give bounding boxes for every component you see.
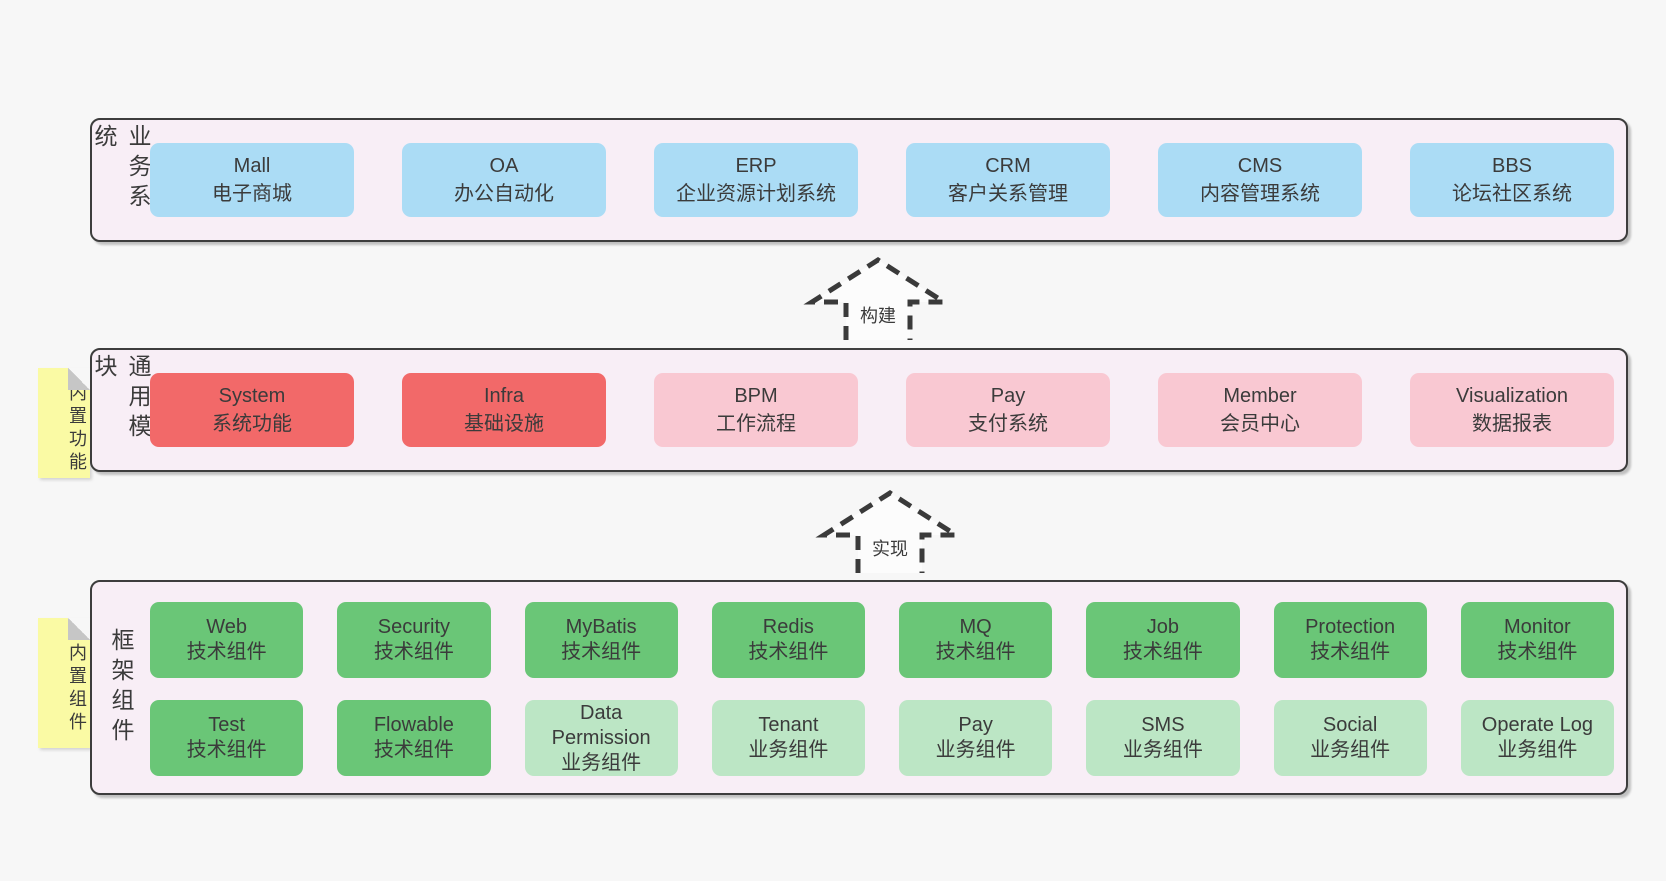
box-subtitle: 会员中心 <box>1220 413 1300 435</box>
box-name: Protection <box>1305 616 1396 638</box>
sticky-note-built-in-functions: 内置功能 <box>38 368 90 478</box>
box-pay-component: Pay 业务组件 <box>899 700 1053 776</box>
box-system: System 系统功能 <box>150 373 354 447</box>
box-mybatis: MyBatis 技术组件 <box>524 602 678 678</box>
band-framework-components-boxes: Web 技术组件 Security 技术组件 MyBatis 技术组件 Redi… <box>150 582 1626 793</box>
band-common-modules-label: 通用模块 <box>91 354 151 444</box>
box-subtitle: 工作流程 <box>716 413 796 435</box>
box-oa: OA 办公自动化 <box>402 143 606 217</box>
box-subtitle: 业务组件 <box>935 739 1016 761</box>
box-name: SMS <box>1141 714 1185 736</box>
box-subtitle: 技术组件 <box>748 641 829 663</box>
box-name: Pay <box>958 714 993 736</box>
box-mall: Mall 电子商城 <box>150 143 354 217</box>
box-subtitle: 技术组件 <box>186 739 267 761</box>
band-business-systems-label: 业务系统 <box>91 124 151 214</box>
box-subtitle: 技术组件 <box>186 641 267 663</box>
box-bbs: BBS 论坛社区系统 <box>1410 143 1614 217</box>
box-subtitle: 技术组件 <box>935 641 1016 663</box>
band-common-modules: 通用模块 System 系统功能 Infra 基础设施 BPM 工作流程 Pay… <box>90 348 1628 472</box>
box-name: Visualization <box>1456 385 1568 407</box>
box-name: CMS <box>1237 155 1283 177</box>
box-subtitle: 技术组件 <box>373 641 454 663</box>
box-name: BPM <box>734 385 778 407</box>
arrow-implement-label: 实现 <box>867 533 913 563</box>
box-security: Security 技术组件 <box>337 602 491 678</box>
box-subtitle: 业务组件 <box>1497 739 1578 761</box>
box-monitor: Monitor 技术组件 <box>1460 602 1614 678</box>
box-name: Monitor <box>1504 616 1571 638</box>
box-subtitle: 论坛社区系统 <box>1452 183 1572 205</box>
box-name: Redis <box>762 616 814 638</box>
arrow-build-label: 构建 <box>855 300 901 330</box>
box-subtitle: 技术组件 <box>561 641 642 663</box>
box-mq: MQ 技术组件 <box>899 602 1053 678</box>
box-name: Data Permission <box>551 701 651 749</box>
box-tenant: Tenant 业务组件 <box>711 700 865 776</box>
box-subtitle: 办公自动化 <box>454 183 554 205</box>
box-subtitle: 技术组件 <box>1497 641 1578 663</box>
box-name: Member <box>1223 385 1297 407</box>
box-name: MQ <box>959 616 992 638</box>
box-test: Test 技术组件 <box>150 700 304 776</box>
box-name: System <box>218 385 286 407</box>
box-subtitle: 技术组件 <box>1310 641 1391 663</box>
band-business-systems-boxes: Mall 电子商城 OA 办公自动化 ERP 企业资源计划系统 CRM 客户关系… <box>150 120 1626 240</box>
box-sms: SMS 业务组件 <box>1086 700 1240 776</box>
box-redis: Redis 技术组件 <box>711 602 865 678</box>
box-operate-log: Operate Log 业务组件 <box>1460 700 1614 776</box>
box-pay-module: Pay 支付系统 <box>906 373 1110 447</box>
box-subtitle: 技术组件 <box>1122 641 1203 663</box>
box-subtitle: 数据报表 <box>1472 413 1552 435</box>
box-name: CRM <box>985 155 1031 177</box>
box-name: OA <box>489 155 519 177</box>
band-common-modules-boxes: System 系统功能 Infra 基础设施 BPM 工作流程 Pay 支付系统… <box>150 350 1626 470</box>
band-framework-components-label: 框架组件 <box>108 627 134 748</box>
box-visualization: Visualization 数据报表 <box>1410 373 1614 447</box>
box-subtitle: 技术组件 <box>373 739 454 761</box>
arrow-build: 构建 <box>803 256 953 344</box>
box-subtitle: 基础设施 <box>464 413 544 435</box>
box-name: Security <box>377 616 450 638</box>
box-subtitle: 电子商城 <box>212 183 292 205</box>
box-subtitle: 业务组件 <box>748 739 829 761</box>
box-name: Web <box>206 616 247 638</box>
box-name: MyBatis <box>565 616 637 638</box>
box-subtitle: 企业资源计划系统 <box>676 183 836 205</box>
box-member: Member 会员中心 <box>1158 373 1362 447</box>
box-subtitle: 客户关系管理 <box>948 183 1068 205</box>
box-infra: Infra 基础设施 <box>402 373 606 447</box>
box-name: Mall <box>233 155 271 177</box>
box-name: Tenant <box>758 714 819 736</box>
box-name: BBS <box>1491 155 1533 177</box>
box-web: Web 技术组件 <box>150 602 304 678</box>
box-name: Operate Log <box>1481 714 1593 736</box>
box-name: Pay <box>990 385 1026 407</box>
box-name: ERP <box>735 155 777 177</box>
box-name: Social <box>1322 714 1378 736</box>
box-name: Flowable <box>373 714 454 736</box>
box-subtitle: 业务组件 <box>1122 739 1203 761</box>
box-data-permission: Data Permission 业务组件 <box>524 700 678 776</box>
box-bpm: BPM 工作流程 <box>654 373 858 447</box>
box-flowable: Flowable 技术组件 <box>337 700 491 776</box>
box-cms: CMS 内容管理系统 <box>1158 143 1362 217</box>
box-subtitle: 业务组件 <box>1310 739 1391 761</box>
box-social: Social 业务组件 <box>1273 700 1427 776</box>
sticky-note-built-in-components: 内置组件 <box>38 618 90 748</box>
box-erp: ERP 企业资源计划系统 <box>654 143 858 217</box>
box-subtitle: 业务组件 <box>561 751 642 774</box>
box-subtitle: 系统功能 <box>212 413 292 435</box>
band-framework-components: 框架组件 Web 技术组件 Security 技术组件 MyBatis 技术组件… <box>90 580 1628 795</box>
band-business-systems: 业务系统 Mall 电子商城 OA 办公自动化 ERP 企业资源计划系统 CRM… <box>90 118 1628 242</box>
box-name: Test <box>208 714 245 736</box>
box-subtitle: 内容管理系统 <box>1200 183 1320 205</box>
box-crm: CRM 客户关系管理 <box>906 143 1110 217</box>
box-job: Job 技术组件 <box>1086 602 1240 678</box>
box-subtitle: 支付系统 <box>968 413 1048 435</box>
arrow-implement: 实现 <box>815 489 965 577</box>
box-protection: Protection 技术组件 <box>1273 602 1427 678</box>
box-name: Infra <box>483 385 525 407</box>
box-name: Job <box>1146 616 1179 638</box>
